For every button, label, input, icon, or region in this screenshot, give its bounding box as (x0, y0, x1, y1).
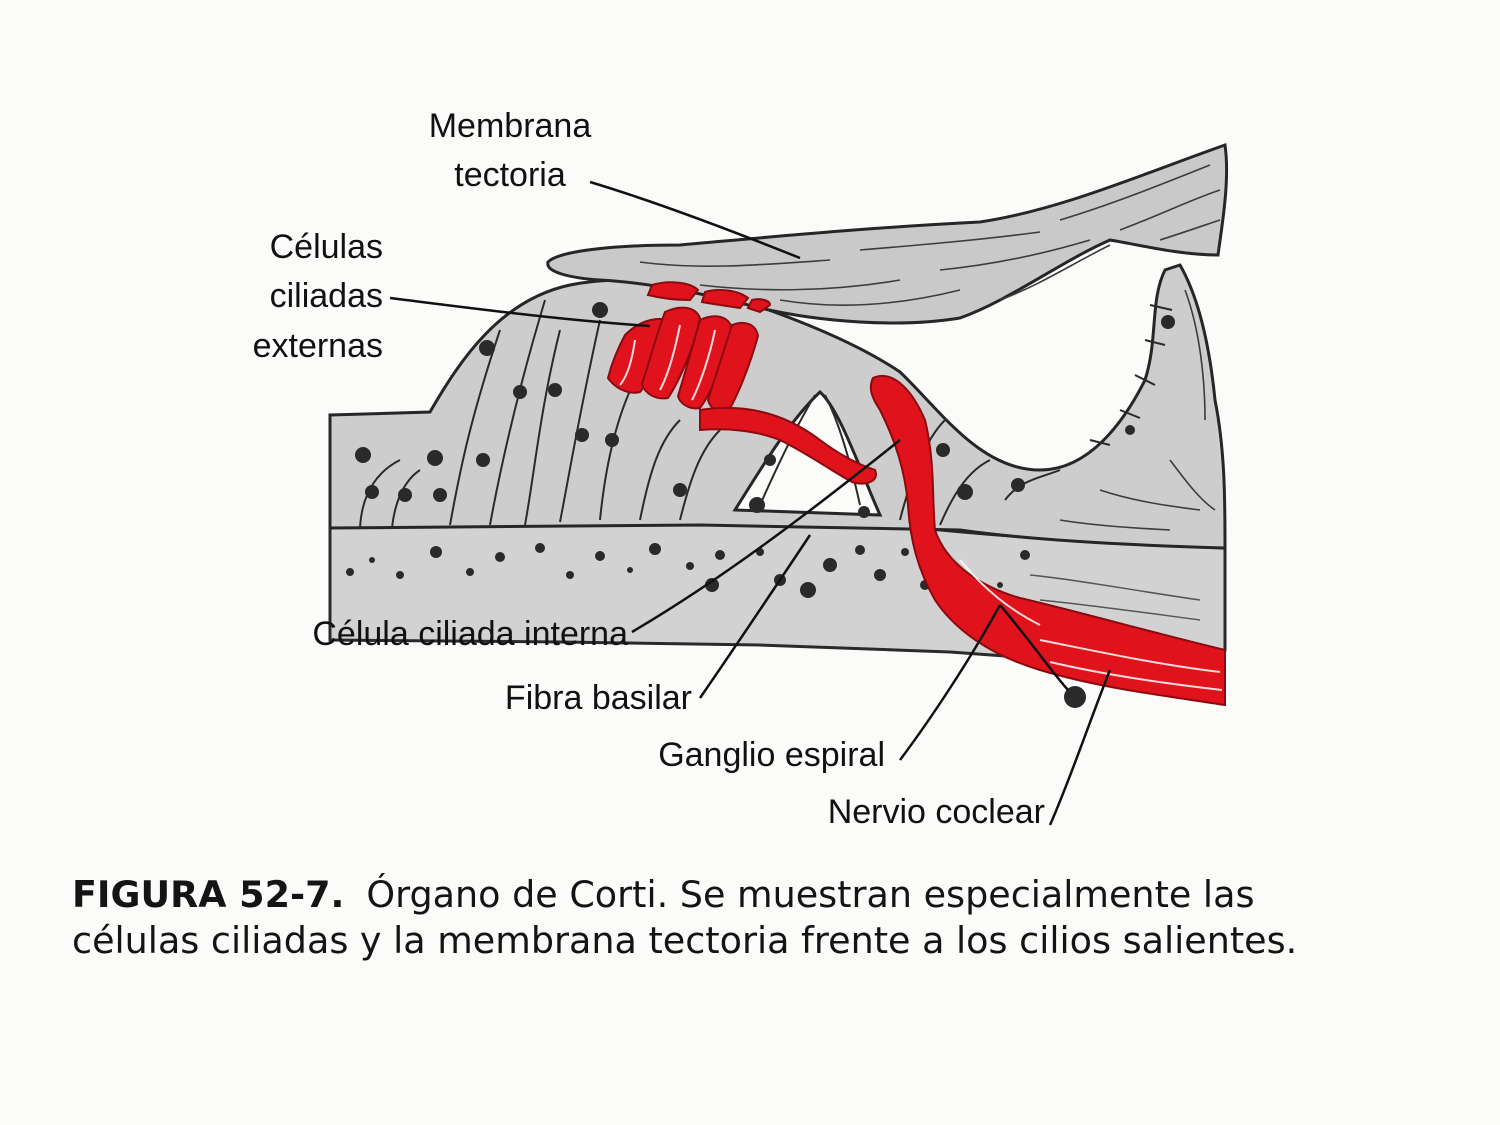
label-outer-line3: externas (253, 327, 383, 365)
figure-number: FIGURA 52-7. (72, 873, 344, 916)
label-basilar-fiber: Fibra basilar (505, 679, 692, 717)
label-outer-line2: ciliadas (270, 277, 383, 315)
label-cochlear-nerve: Nervio coclear (828, 793, 1045, 831)
label-tectorial-line2: tectoria (454, 156, 566, 194)
label-spiral-ganglion: Ganglio espiral (658, 736, 885, 774)
label-outer-line1: Células (270, 228, 383, 266)
label-inner-hair-cell: Célula ciliada interna (312, 615, 628, 653)
label-tectorial-line1: Membrana (429, 107, 592, 145)
figure-caption: FIGURA 52-7.Órgano de Corti. Se muestran… (72, 872, 1382, 964)
